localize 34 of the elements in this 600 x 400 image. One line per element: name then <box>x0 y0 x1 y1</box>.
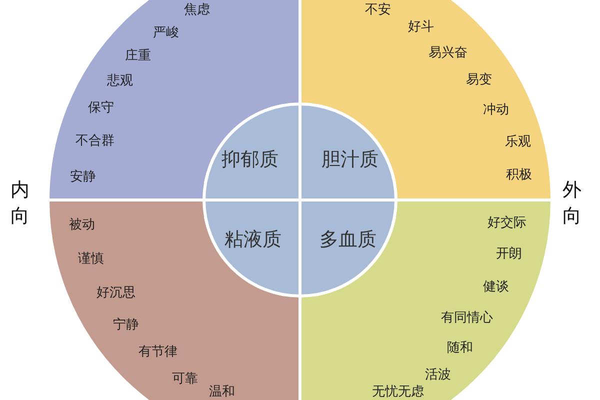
trait-word: 焦虑 <box>184 4 210 16</box>
trait-word: 悲观 <box>107 74 133 88</box>
trait-word: 好交际 <box>488 216 526 230</box>
trait-word: 可靠 <box>172 372 198 386</box>
type-name: 多血质 <box>320 230 376 250</box>
trait-word: 谨慎 <box>78 252 104 266</box>
side-label: 内向 <box>10 178 30 229</box>
type-name: 粘液质 <box>224 230 282 250</box>
trait-word: 庄重 <box>125 50 151 62</box>
trait-word: 冲动 <box>483 104 509 116</box>
trait-word: 宁静 <box>113 318 139 332</box>
type-name: 抑郁质 <box>222 150 278 170</box>
trait-word: 易变 <box>466 74 492 86</box>
trait-word: 随和 <box>447 342 473 354</box>
trait-word: 温和 <box>209 386 235 398</box>
trait-word: 严峻 <box>153 26 179 40</box>
trait-word: 保守 <box>88 102 114 114</box>
trait-word: 有节律 <box>138 346 178 358</box>
trait-word: 被动 <box>69 218 95 232</box>
trait-word: 不安 <box>365 4 391 16</box>
trait-word: 无忧无虑 <box>372 386 424 398</box>
trait-word: 好斗 <box>408 20 434 34</box>
trait-word: 健谈 <box>483 280 509 294</box>
trait-word: 有同情心 <box>441 312 493 324</box>
trait-word: 活波 <box>425 368 451 382</box>
trait-word: 安静 <box>70 170 96 184</box>
trait-word: 开朗 <box>496 248 522 260</box>
trait-word: 积极 <box>506 168 532 182</box>
trait-word: 乐观 <box>505 136 531 148</box>
type-name: 胆汁质 <box>322 150 378 170</box>
trait-word: 易兴奋 <box>428 46 468 60</box>
trait-word: 不合群 <box>76 134 114 148</box>
trait-word: 好沉思 <box>96 286 136 300</box>
side-label: 外向 <box>562 178 582 229</box>
